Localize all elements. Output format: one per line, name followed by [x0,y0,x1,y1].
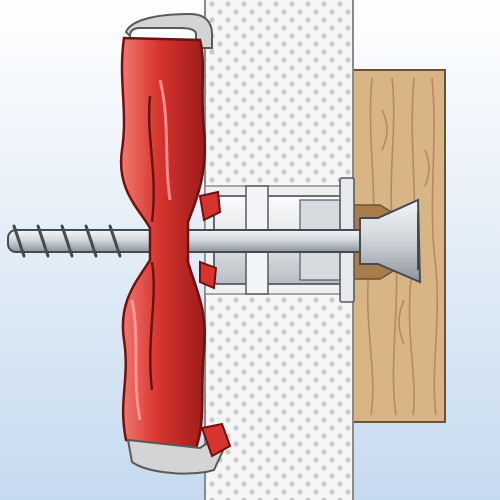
screw-thread [84,224,98,258]
screw-thread [108,224,122,258]
screw-thread [12,224,26,258]
screw-thread [36,224,50,258]
screw-thread [60,224,74,258]
nylon-anchor [119,12,232,475]
